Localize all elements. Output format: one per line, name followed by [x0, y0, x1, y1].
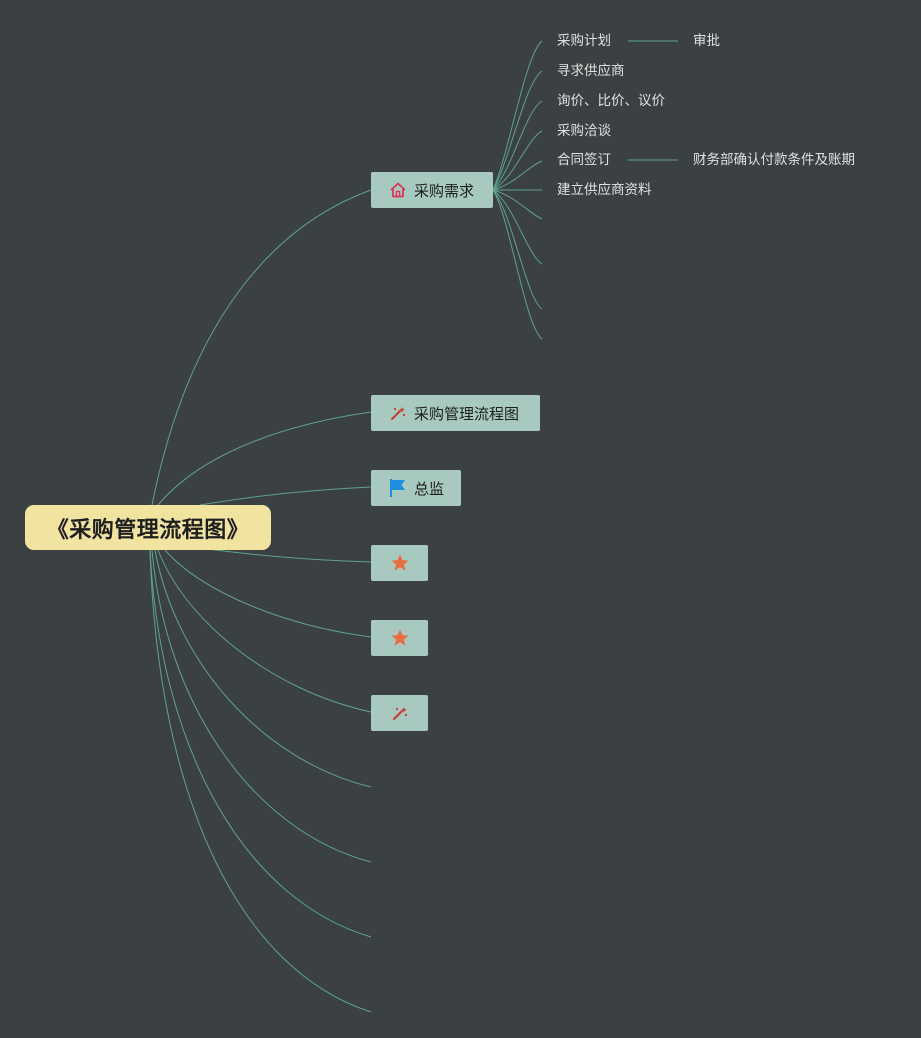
connector-demand-sub5 — [492, 160, 543, 191]
connector-root-empty4 — [149, 549, 372, 1013]
root-topic[interactable]: 《采购管理流程图》 — [25, 505, 271, 550]
connector-root-flowchart — [157, 411, 372, 506]
connector-demand-empty4 — [492, 189, 543, 340]
connector-root-empty2 — [151, 549, 372, 863]
connector-root-demand — [151, 189, 372, 506]
connector-demand-sub3 — [492, 100, 543, 191]
connector-demand-sub2 — [492, 70, 543, 191]
connector-root-star2 — [164, 549, 372, 638]
connector-demand-sub1 — [492, 40, 543, 191]
connector-demand-empty3 — [492, 189, 543, 310]
home-icon — [388, 180, 408, 200]
subtopic-finance-confirm[interactable]: 财务部确认付款条件及账期 — [693, 152, 855, 168]
subtopic-purchase-plan[interactable]: 采购计划 — [557, 33, 611, 49]
root-topic-label: 《采购管理流程图》 — [46, 517, 250, 543]
magic-wand-icon — [390, 703, 410, 723]
subtopic-negotiation[interactable]: 采购洽谈 — [557, 123, 611, 139]
topic-star-1[interactable] — [371, 545, 428, 581]
topic-star-2[interactable] — [371, 620, 428, 656]
topic-magic-wand-2[interactable] — [371, 695, 428, 731]
flag-icon — [388, 478, 408, 498]
connector-root-star1 — [199, 547, 372, 563]
topic-supervisor-label: 总监 — [414, 479, 445, 498]
connector-demand-empty1 — [492, 189, 543, 220]
connector-root-empty1 — [154, 549, 372, 788]
connector-root-supervisor — [199, 486, 372, 506]
connector-demand-sub4 — [492, 130, 543, 191]
subtopic-find-supplier[interactable]: 寻求供应商 — [557, 63, 625, 79]
connector-demand-empty2 — [492, 189, 543, 265]
subtopic-price-inquiry[interactable]: 询价、比价、议价 — [557, 93, 665, 109]
subtopic-supplier-records[interactable]: 建立供应商资料 — [557, 182, 652, 198]
star-icon — [390, 628, 410, 648]
magic-wand-icon — [388, 403, 408, 423]
connector-root-empty3 — [149, 549, 372, 938]
topic-flowchart[interactable]: 采购管理流程图 — [371, 395, 540, 431]
subtopic-contract-signing[interactable]: 合同签订 — [557, 152, 611, 168]
connector-root-wand2 — [157, 549, 372, 713]
topic-purchase-demand[interactable]: 采购需求 — [371, 172, 493, 208]
topic-purchase-demand-label: 采购需求 — [414, 181, 475, 200]
topic-supervisor[interactable]: 总监 — [371, 470, 461, 506]
subtopic-approval[interactable]: 审批 — [693, 33, 720, 49]
topic-flowchart-label: 采购管理流程图 — [414, 404, 520, 423]
star-icon — [390, 553, 410, 573]
